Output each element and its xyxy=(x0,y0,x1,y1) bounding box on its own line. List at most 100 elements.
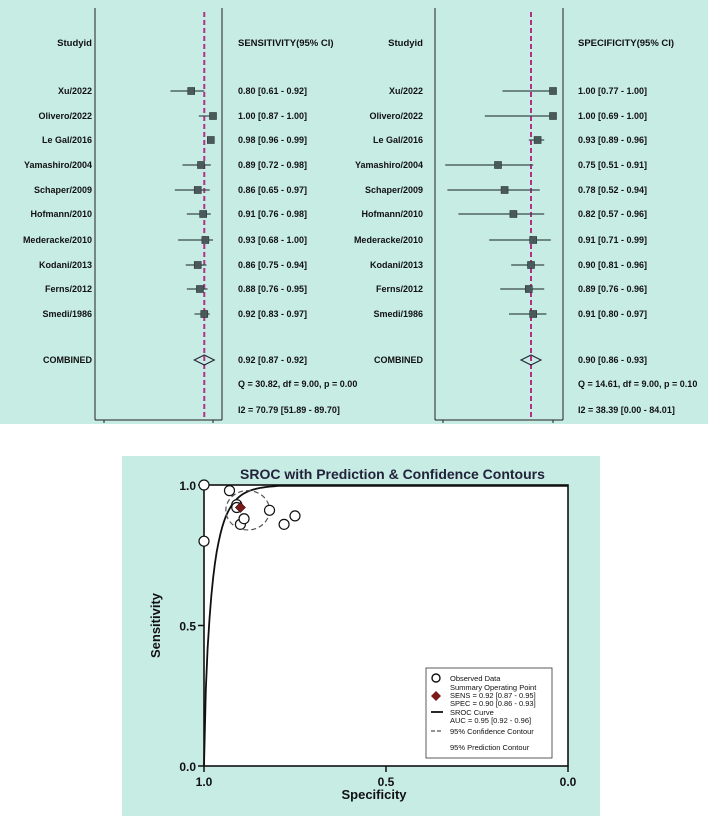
study-name: Hofmann/2010 xyxy=(30,209,92,219)
legend-spec: SPEC = 0.90 [0.86 - 0.93] xyxy=(450,699,536,708)
study-ci-text: 0.91 [0.76 - 0.98] xyxy=(238,209,307,219)
study-point-estimate xyxy=(549,112,557,120)
study-point-estimate xyxy=(529,310,538,318)
legend-confidence: 95% Confidence Contour xyxy=(450,727,534,736)
observed-data-point xyxy=(223,485,236,497)
study-ci-text: 0.82 [0.57 - 0.96] xyxy=(578,209,647,219)
study-point-estimate xyxy=(187,87,195,95)
legend-auc: AUC = 0.95 [0.92 - 0.96] xyxy=(450,716,531,725)
study-point-estimate xyxy=(193,186,202,194)
sroc-x-axis-title: Specificity xyxy=(341,787,407,802)
stat-header: SENSITIVITY(95% CI) xyxy=(238,38,334,49)
observed-data-point xyxy=(278,518,290,530)
combined-ci-text: 0.92 [0.87 - 0.92] xyxy=(238,355,307,365)
y-tick-label: 0.0 xyxy=(179,760,196,774)
sroc-plot: SROC with Prediction & Confidence Contou… xyxy=(148,466,577,802)
study-name: Yamashiro/2004 xyxy=(24,160,92,170)
study-header: Studyid xyxy=(388,38,423,49)
study-ci-text: 0.93 [0.68 - 1.00] xyxy=(238,235,307,245)
heterogeneity-i2: I2 = 38.39 [0.00 - 84.01] xyxy=(578,405,675,415)
x-tick-label: 0.0 xyxy=(560,775,577,789)
observed-data-point xyxy=(289,510,301,522)
observed-data-point xyxy=(198,479,210,491)
study-point-estimate xyxy=(209,112,217,120)
study-point-estimate xyxy=(529,236,538,244)
study-point-estimate xyxy=(524,285,533,293)
study-ci-text: 0.89 [0.76 - 0.96] xyxy=(578,284,647,294)
study-ci-text: 1.00 [0.77 - 1.00] xyxy=(578,86,647,96)
heterogeneity-i2: I2 = 70.79 [51.89 - 89.70] xyxy=(238,405,340,415)
study-point-estimate xyxy=(533,136,542,144)
study-name: Mederacke/2010 xyxy=(354,235,423,245)
sroc-curve xyxy=(203,484,568,767)
study-ci-text: 1.00 [0.87 - 1.00] xyxy=(238,111,307,121)
study-ci-text: 0.92 [0.83 - 0.97] xyxy=(238,309,307,319)
study-point-estimate xyxy=(201,236,210,244)
study-ci-text: 0.98 [0.96 - 0.99] xyxy=(238,135,307,145)
summary-operating-point xyxy=(234,502,246,513)
combined-label: COMBINED xyxy=(43,355,92,365)
sroc-panel: SROC with Prediction & Confidence Contou… xyxy=(122,456,600,816)
study-ci-text: 0.91 [0.80 - 0.97] xyxy=(578,309,647,319)
study-name: Mederacke/2010 xyxy=(23,235,92,245)
study-ci-text: 1.00 [0.69 - 1.00] xyxy=(578,111,647,121)
study-name: Xu/2022 xyxy=(58,86,92,96)
observed-data-point xyxy=(198,535,210,547)
combined-diamond xyxy=(193,354,216,366)
study-ci-text: 0.90 [0.81 - 0.96] xyxy=(578,260,647,270)
y-tick-label: 1.0 xyxy=(179,479,196,493)
study-name: Kodani/2013 xyxy=(370,260,423,270)
observed-data-point xyxy=(263,504,276,516)
legend-prediction: 95% Prediction Contour xyxy=(450,743,530,752)
study-ci-text: 0.86 [0.75 - 0.94] xyxy=(238,260,307,270)
study-name: Ferns/2012 xyxy=(45,284,92,294)
combined-diamond xyxy=(519,354,543,366)
x-tick-label: 0.5 xyxy=(378,775,395,789)
sroc-y-axis-title: Sensitivity xyxy=(148,592,163,658)
study-point-estimate xyxy=(196,285,204,293)
stat-header: SPECIFICITY(95% CI) xyxy=(578,38,674,49)
sroc-legend-box xyxy=(425,667,553,759)
study-ci-text: 0.91 [0.71 - 0.99] xyxy=(578,235,647,245)
study-ci-text: 0.93 [0.89 - 0.96] xyxy=(578,135,647,145)
x-tick-label: 1.0 xyxy=(196,775,213,789)
sroc-title: SROC with Prediction & Confidence Contou… xyxy=(240,466,545,482)
y-tick-label: 0.5 xyxy=(179,620,196,634)
study-point-estimate xyxy=(549,87,557,95)
study-name: Hofmann/2010 xyxy=(361,209,423,219)
combined-label: COMBINED xyxy=(374,355,423,365)
study-point-estimate xyxy=(207,136,215,144)
forest-plot-panel: Studyid SENSITIVITY(95% CI) Xu/2022 0.80 [0… xyxy=(0,0,708,424)
combined-ci-text: 0.90 [0.86 - 0.93] xyxy=(578,355,647,365)
study-name: Kodani/2013 xyxy=(39,260,92,270)
forest-plots: Studyid SENSITIVITY(95% CI) Xu/2022 0.80 [0… xyxy=(23,8,697,423)
study-name: Xu/2022 xyxy=(389,86,423,96)
study-point-estimate xyxy=(509,210,518,218)
study-point-estimate xyxy=(197,161,205,169)
study-point-estimate xyxy=(193,261,202,269)
heterogeneity-q: Q = 30.82, df = 9.00, p = 0.00 xyxy=(238,379,357,389)
study-point-estimate xyxy=(527,261,535,269)
legend-observed: Observed Data xyxy=(450,674,501,683)
study-point-estimate xyxy=(494,161,502,169)
study-name: Ferns/2012 xyxy=(376,284,423,294)
study-point-estimate xyxy=(200,310,209,318)
study-name: Olivero/2022 xyxy=(38,111,92,121)
study-point-estimate xyxy=(500,186,509,194)
heterogeneity-q: Q = 14.61, df = 9.00, p = 0.10 xyxy=(578,379,697,389)
legend-summary: Summary Operating Point xyxy=(450,683,537,692)
study-ci-text: 0.80 [0.61 - 0.92] xyxy=(238,86,307,96)
study-name: Schaper/2009 xyxy=(34,185,92,195)
legend-sens: SENS = 0.92 [0.87 - 0.95] xyxy=(450,691,536,700)
study-ci-text: 0.78 [0.52 - 0.94] xyxy=(578,185,647,195)
study-header: Studyid xyxy=(57,38,92,49)
study-name: Yamashiro/2004 xyxy=(355,160,423,170)
study-name: Le Gal/2016 xyxy=(373,135,423,145)
study-name: Schaper/2009 xyxy=(365,185,423,195)
study-ci-text: 0.86 [0.65 - 0.97] xyxy=(238,185,307,195)
observed-data-point xyxy=(238,513,250,525)
study-name: Smedi/1986 xyxy=(373,309,423,319)
study-point-estimate xyxy=(199,210,207,218)
legend-observed-symbol xyxy=(431,673,441,683)
study-name: Olivero/2022 xyxy=(369,111,423,121)
